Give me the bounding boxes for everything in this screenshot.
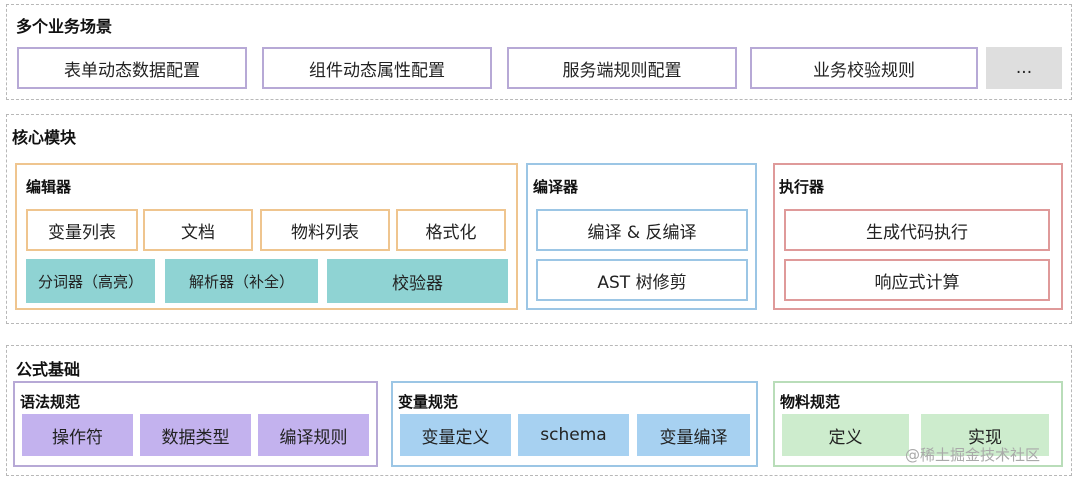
syntax-operators: 操作符 [22, 414, 133, 456]
syntax-spec-group [13, 381, 378, 467]
editor-docs: 文档 [143, 209, 253, 251]
syntax-data-types: 数据类型 [140, 414, 251, 456]
scenario-server-rules-config: 服务端规则配置 [507, 47, 737, 89]
editor-material-list: 物料列表 [260, 209, 390, 251]
executor-reactive-compute: 响应式计算 [784, 259, 1050, 301]
editor-tokenizer: 分词器（高亮） [26, 259, 155, 303]
core-title: 核心模块 [12, 128, 77, 147]
executor-codegen-exec: 生成代码执行 [784, 209, 1050, 251]
compiler-ast-pruning: AST 树修剪 [536, 259, 748, 301]
editor-validator: 校验器 [327, 259, 508, 303]
scenario-more: ... [986, 47, 1062, 89]
scenario-business-validation: 业务校验规则 [750, 47, 978, 89]
scenarios-title: 多个业务场景 [16, 17, 113, 36]
material-spec-title: 物料规范 [780, 393, 841, 411]
watermark-text: @稀土掘金技术社区 [905, 446, 1041, 464]
material-implementation: 实现 [921, 414, 1049, 456]
syntax-spec-title: 语法规范 [20, 393, 81, 411]
executor-group [773, 163, 1063, 310]
variable-schema: schema [518, 414, 629, 456]
variable-definition: 变量定义 [400, 414, 511, 456]
editor-variable-list: 变量列表 [26, 209, 138, 251]
scenario-component-props-config: 组件动态属性配置 [262, 47, 492, 89]
editor-parser: 解析器（补全） [165, 259, 318, 303]
editor-title: 编辑器 [26, 178, 72, 196]
scenario-form-data-config: 表单动态数据配置 [17, 47, 247, 89]
editor-group [15, 163, 518, 310]
variable-spec-title: 变量规范 [398, 393, 459, 411]
foundation-section [6, 345, 1072, 476]
scenarios-section [6, 4, 1072, 100]
syntax-compile-rules: 编译规则 [258, 414, 369, 456]
variable-spec-group [391, 381, 758, 467]
material-definition: 定义 [782, 414, 909, 456]
compiler-group [526, 163, 757, 310]
executor-title: 执行器 [779, 178, 825, 196]
foundation-title: 公式基础 [16, 360, 81, 379]
core-section [6, 114, 1072, 324]
compiler-compile-decompile: 编译 & 反编译 [536, 209, 748, 251]
compiler-title: 编译器 [533, 178, 579, 196]
material-spec-group [773, 381, 1063, 467]
editor-formatter: 格式化 [396, 209, 506, 251]
variable-compile: 变量编译 [637, 414, 750, 456]
